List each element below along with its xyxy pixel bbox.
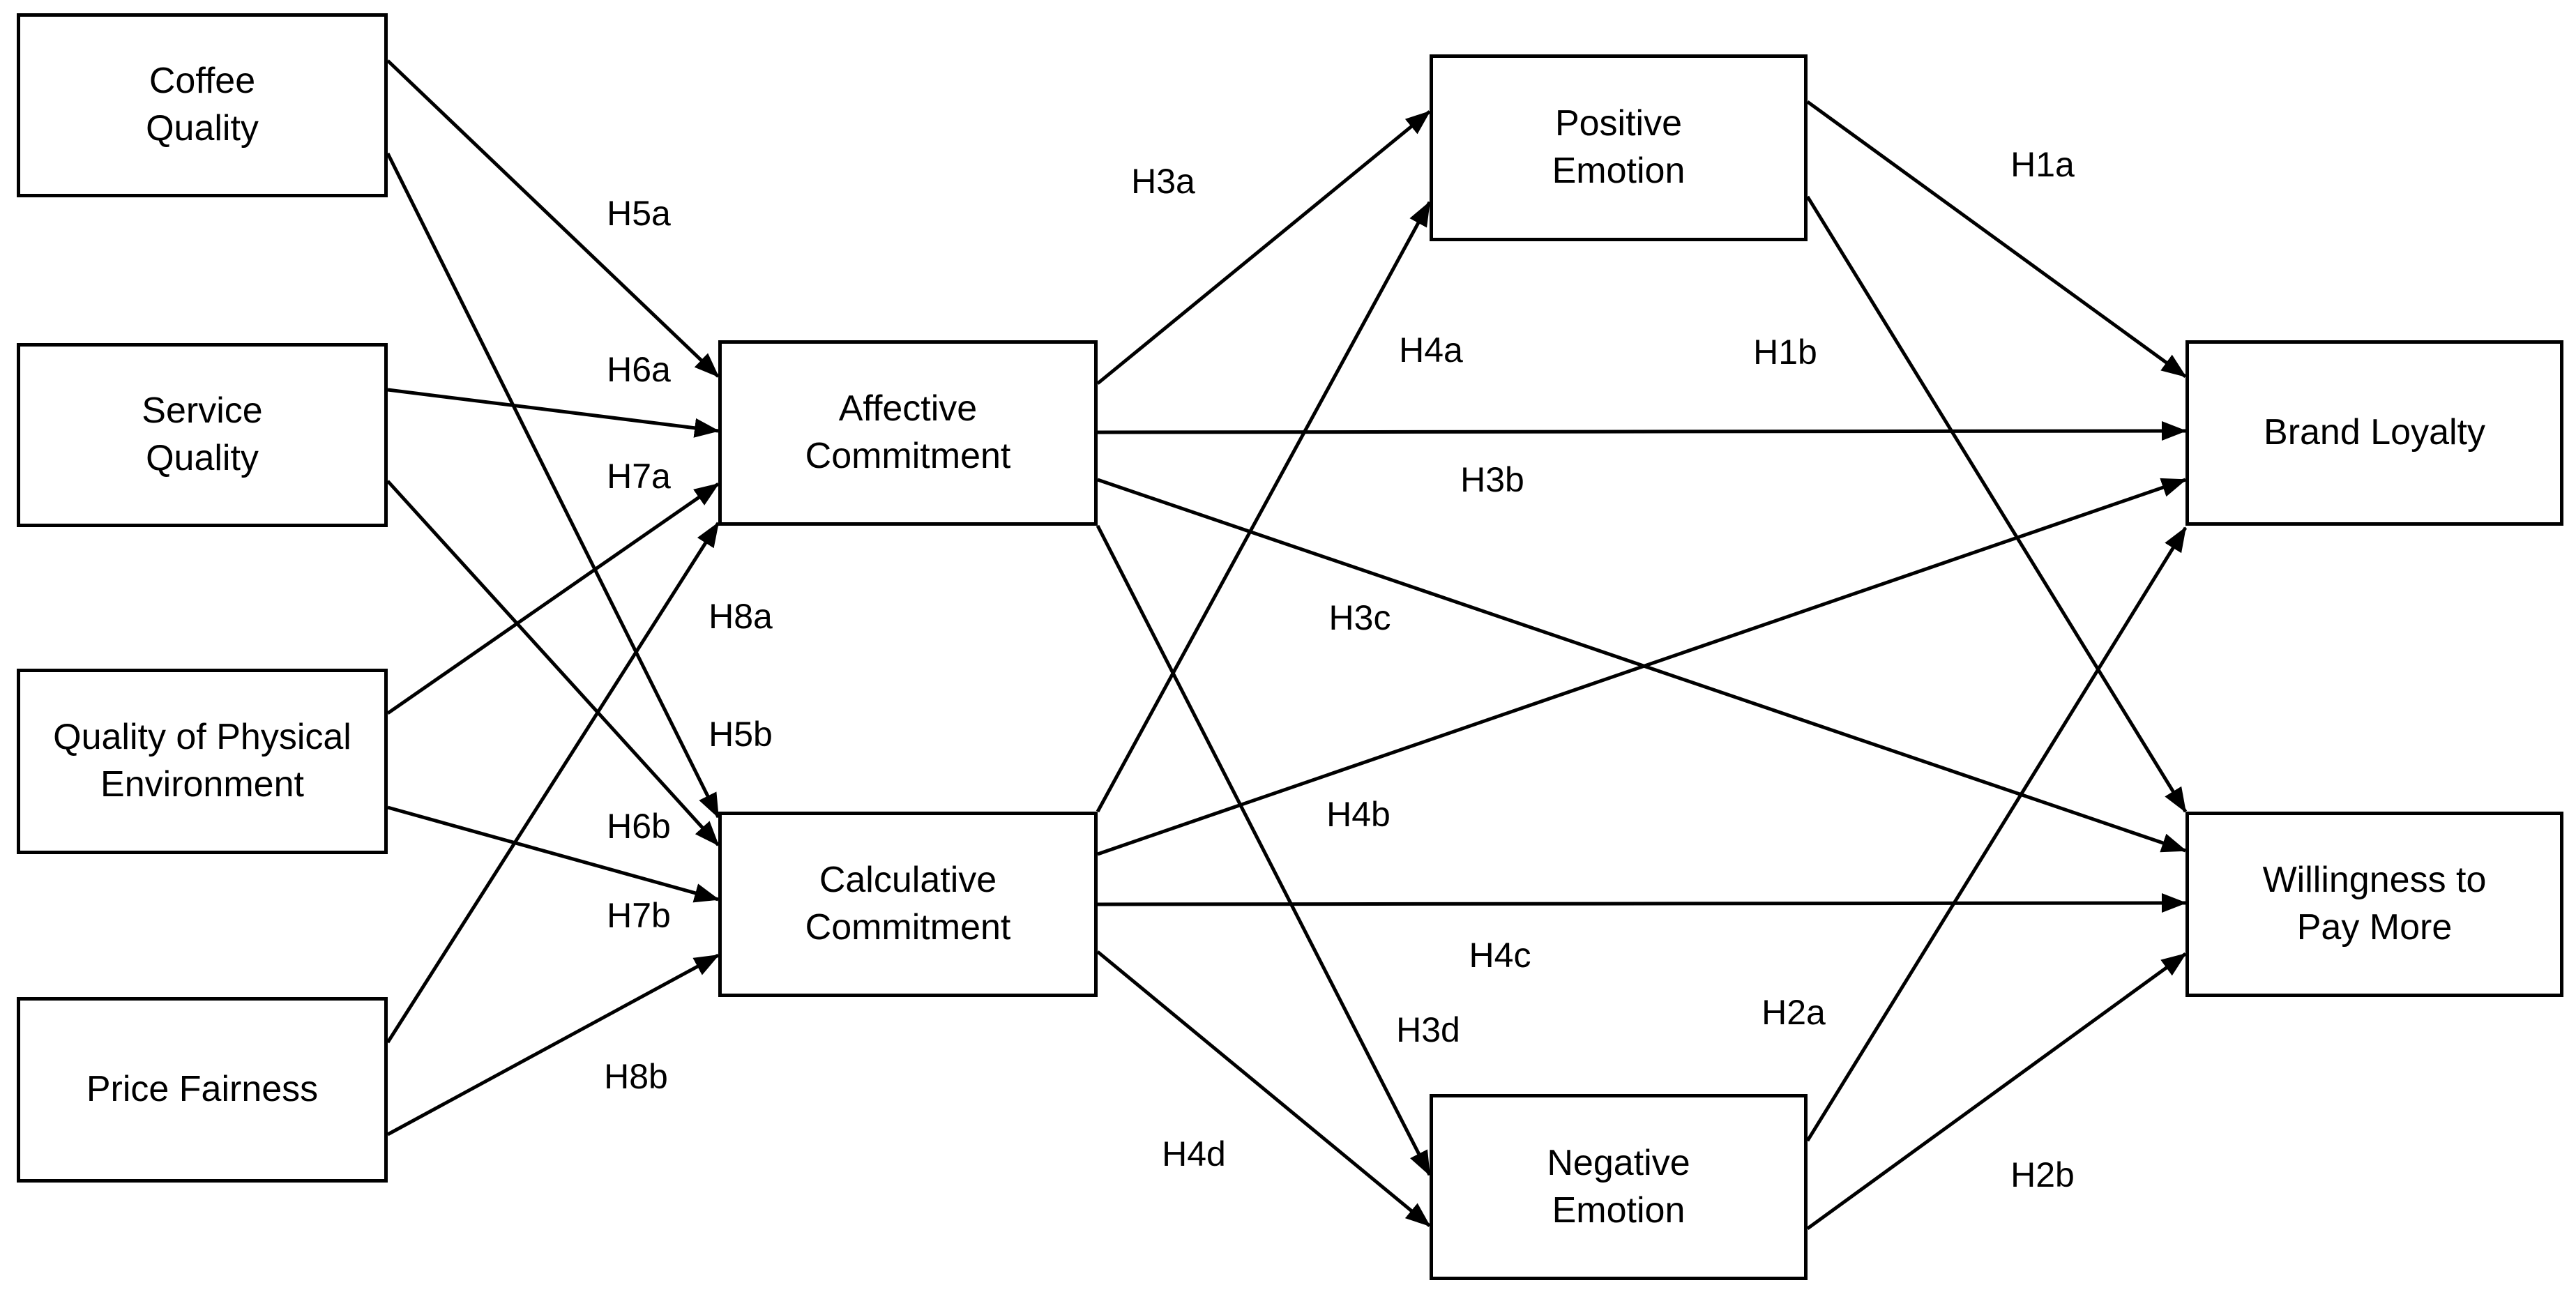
node-service-quality: Service Quality bbox=[17, 343, 388, 527]
edge-label-h1b: H1b bbox=[1753, 333, 1817, 372]
arrow-h4a bbox=[1096, 201, 1432, 813]
arrow-h4b bbox=[1097, 478, 2187, 856]
arrow-h1b bbox=[1805, 195, 2188, 813]
arrow-h7b bbox=[387, 805, 720, 903]
node-affective-commitment: Affective Commitment bbox=[718, 340, 1098, 526]
node-coffee-quality: Coffee Quality bbox=[17, 13, 388, 197]
edge-label-h4b: H4b bbox=[1326, 795, 1391, 834]
node-negative-emotion: Negative Emotion bbox=[1430, 1094, 1808, 1280]
edge-label-h6b: H6b bbox=[607, 807, 671, 846]
node-calculative-commitment: Calculative Commitment bbox=[718, 812, 1098, 997]
edge-label-h3d: H3d bbox=[1396, 1010, 1460, 1049]
edge-label-h6a: H6a bbox=[607, 350, 671, 389]
edge-label-h8a: H8a bbox=[709, 597, 773, 636]
edge-label-h4a: H4a bbox=[1399, 330, 1463, 370]
arrow-h3a bbox=[1096, 110, 1431, 385]
arrow-h6b bbox=[386, 480, 720, 846]
edge-label-h5b: H5b bbox=[709, 715, 773, 754]
edge-label-h3c: H3c bbox=[1328, 598, 1391, 637]
edge-label-h1a: H1a bbox=[2010, 145, 2075, 184]
arrow-h7a bbox=[386, 482, 720, 715]
edge-label-h8b: H8b bbox=[604, 1057, 668, 1096]
arrow-h1a bbox=[1806, 100, 2187, 379]
node-brand-loyalty: Brand Loyalty bbox=[2185, 340, 2563, 526]
arrow-h4c bbox=[1097, 893, 2187, 913]
edge-label-h2a: H2a bbox=[1761, 993, 1826, 1032]
edge-label-h4c: H4c bbox=[1469, 936, 1531, 975]
node-quality-of-physical-environment: Quality of Physical Environment bbox=[17, 669, 388, 854]
arrow-h3b bbox=[1097, 421, 2187, 441]
node-positive-emotion: Positive Emotion bbox=[1430, 54, 1808, 241]
edge-label-h3b: H3b bbox=[1460, 460, 1524, 499]
node-price-fairness: Price Fairness bbox=[17, 997, 388, 1183]
arrow-h2b bbox=[1806, 952, 2187, 1231]
edge-label-h5a: H5a bbox=[607, 194, 671, 233]
arrow-h8b bbox=[386, 953, 720, 1137]
arrow-h3d bbox=[1096, 524, 1432, 1176]
arrow-h5a bbox=[386, 59, 720, 378]
arrow-h6a bbox=[387, 388, 720, 438]
arrow-h5b bbox=[386, 152, 720, 819]
edge-label-h4d: H4d bbox=[1162, 1134, 1226, 1173]
edge-label-h7b: H7b bbox=[607, 896, 671, 935]
edge-label-h2b: H2b bbox=[2010, 1155, 2075, 1194]
edge-label-h7a: H7a bbox=[607, 457, 671, 496]
node-willingness-to-pay-more: Willingness to Pay More bbox=[2185, 812, 2563, 997]
edge-label-h3a: H3a bbox=[1131, 162, 1195, 201]
arrow-h2a bbox=[1805, 526, 2188, 1142]
arrow-h8a bbox=[386, 522, 720, 1044]
arrow-h4d bbox=[1096, 950, 1431, 1227]
